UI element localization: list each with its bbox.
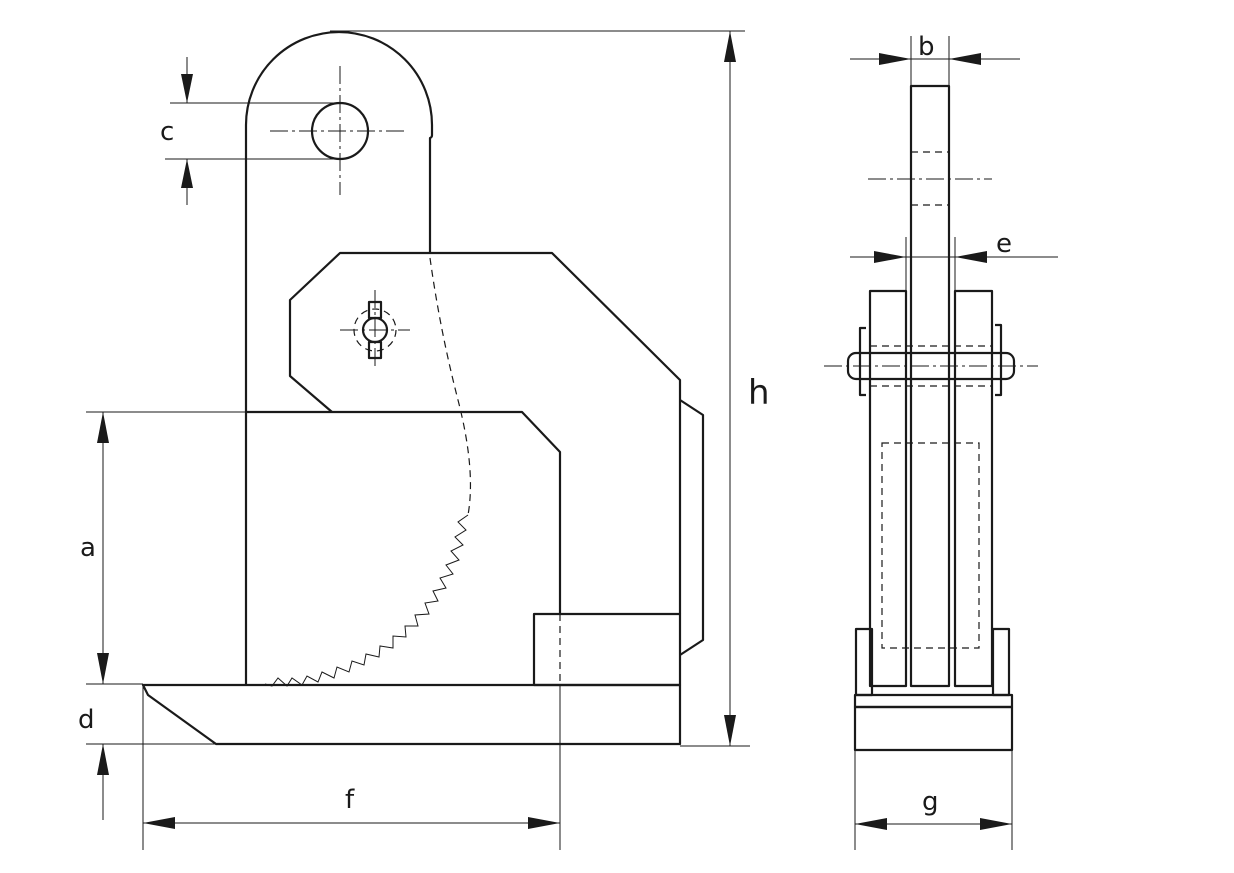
right-side-plate — [953, 289, 994, 688]
throat-contour — [246, 410, 562, 614]
cross-pin — [846, 351, 1016, 381]
f-arrow-left — [143, 817, 175, 829]
jaw-pad — [532, 612, 682, 687]
h-arrow-bottom — [724, 715, 736, 746]
label-e: e — [996, 229, 1012, 259]
clamp-body-outline — [244, 30, 434, 685]
base-jaw — [141, 683, 682, 746]
f-arrow-right — [528, 817, 560, 829]
d-arrow-bottom — [97, 744, 109, 775]
lever-handle — [679, 399, 705, 656]
a-arrow-bottom — [97, 653, 109, 684]
front-view — [824, 84, 1038, 752]
left-side-plate — [868, 289, 908, 688]
pin-clip-right — [995, 323, 1003, 397]
label-b: b — [918, 32, 935, 62]
cam-serration — [264, 514, 469, 687]
label-d: d — [78, 705, 95, 735]
cam-hidden-region — [881, 442, 980, 649]
cam-hidden-edge — [429, 257, 472, 516]
g-arrow-left — [855, 818, 887, 830]
e-arrow-right — [955, 251, 987, 263]
front-dimensions: b e g — [850, 32, 1058, 850]
label-f: f — [345, 785, 355, 815]
side-view — [141, 30, 705, 746]
front-base — [853, 705, 1014, 752]
label-a: a — [80, 533, 96, 563]
label-c: c — [160, 117, 174, 147]
cam-housing — [288, 251, 682, 614]
h-arrow-top — [724, 31, 736, 62]
c-arrow-top — [181, 74, 193, 103]
b-arrow-right — [949, 53, 981, 65]
right-foot — [991, 627, 1011, 697]
front-base-top — [853, 693, 1014, 709]
pin-clip-left — [858, 326, 866, 397]
side-dimensions: h c a d f — [78, 30, 770, 850]
e-arrow-left — [874, 251, 906, 263]
a-arrow-top — [97, 412, 109, 443]
label-h: h — [748, 373, 770, 413]
c-arrow-bottom — [181, 159, 193, 188]
g-arrow-right — [980, 818, 1012, 830]
b-arrow-left — [879, 53, 911, 65]
label-g: g — [922, 787, 939, 817]
